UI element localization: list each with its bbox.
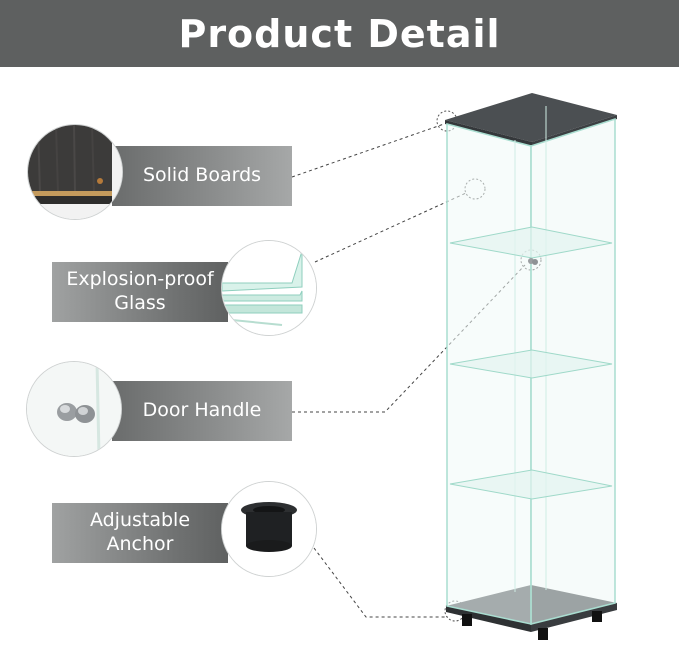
label-door-handle: Door Handle <box>112 381 292 441</box>
detail-circle-solid-boards <box>27 124 123 220</box>
label-glass-line1: Explosion-proof <box>66 268 214 291</box>
label-solid-boards: Solid Boards <box>112 146 292 206</box>
callout-line-glass <box>314 192 467 263</box>
cabinet-foot <box>462 614 472 626</box>
callout-line-anchor <box>313 547 448 618</box>
cabinet-foot <box>538 628 548 640</box>
page-title: Product Detail <box>178 11 501 56</box>
header-banner: Product Detail <box>0 0 679 67</box>
label-glass-line2: Glass <box>114 292 166 314</box>
cabinet-shelf <box>449 469 613 500</box>
label-door-handle-text: Door Handle <box>142 399 262 422</box>
detail-circle-glass <box>221 240 317 336</box>
label-anchor-line1: Adjustable <box>89 509 191 532</box>
foot-anchor-icon <box>222 482 316 576</box>
detail-circle-anchor <box>221 481 317 577</box>
label-anchor-line2: Anchor <box>106 533 174 555</box>
label-solid-boards-text: Solid Boards <box>142 164 262 187</box>
detail-circle-door-handle <box>26 361 122 457</box>
cabinet-foot <box>592 611 602 622</box>
cabinet-top-board <box>445 93 617 142</box>
knob-icon <box>27 362 121 456</box>
label-glass: Explosion-proof Glass <box>52 262 228 322</box>
cabinet-shelf <box>449 349 613 379</box>
glass-layers-icon <box>222 241 316 335</box>
callout-line-solid-boards <box>291 123 445 178</box>
cabinet-shelf <box>449 226 613 259</box>
wood-board-icon <box>28 125 122 219</box>
label-anchor: Adjustable Anchor <box>52 503 228 563</box>
